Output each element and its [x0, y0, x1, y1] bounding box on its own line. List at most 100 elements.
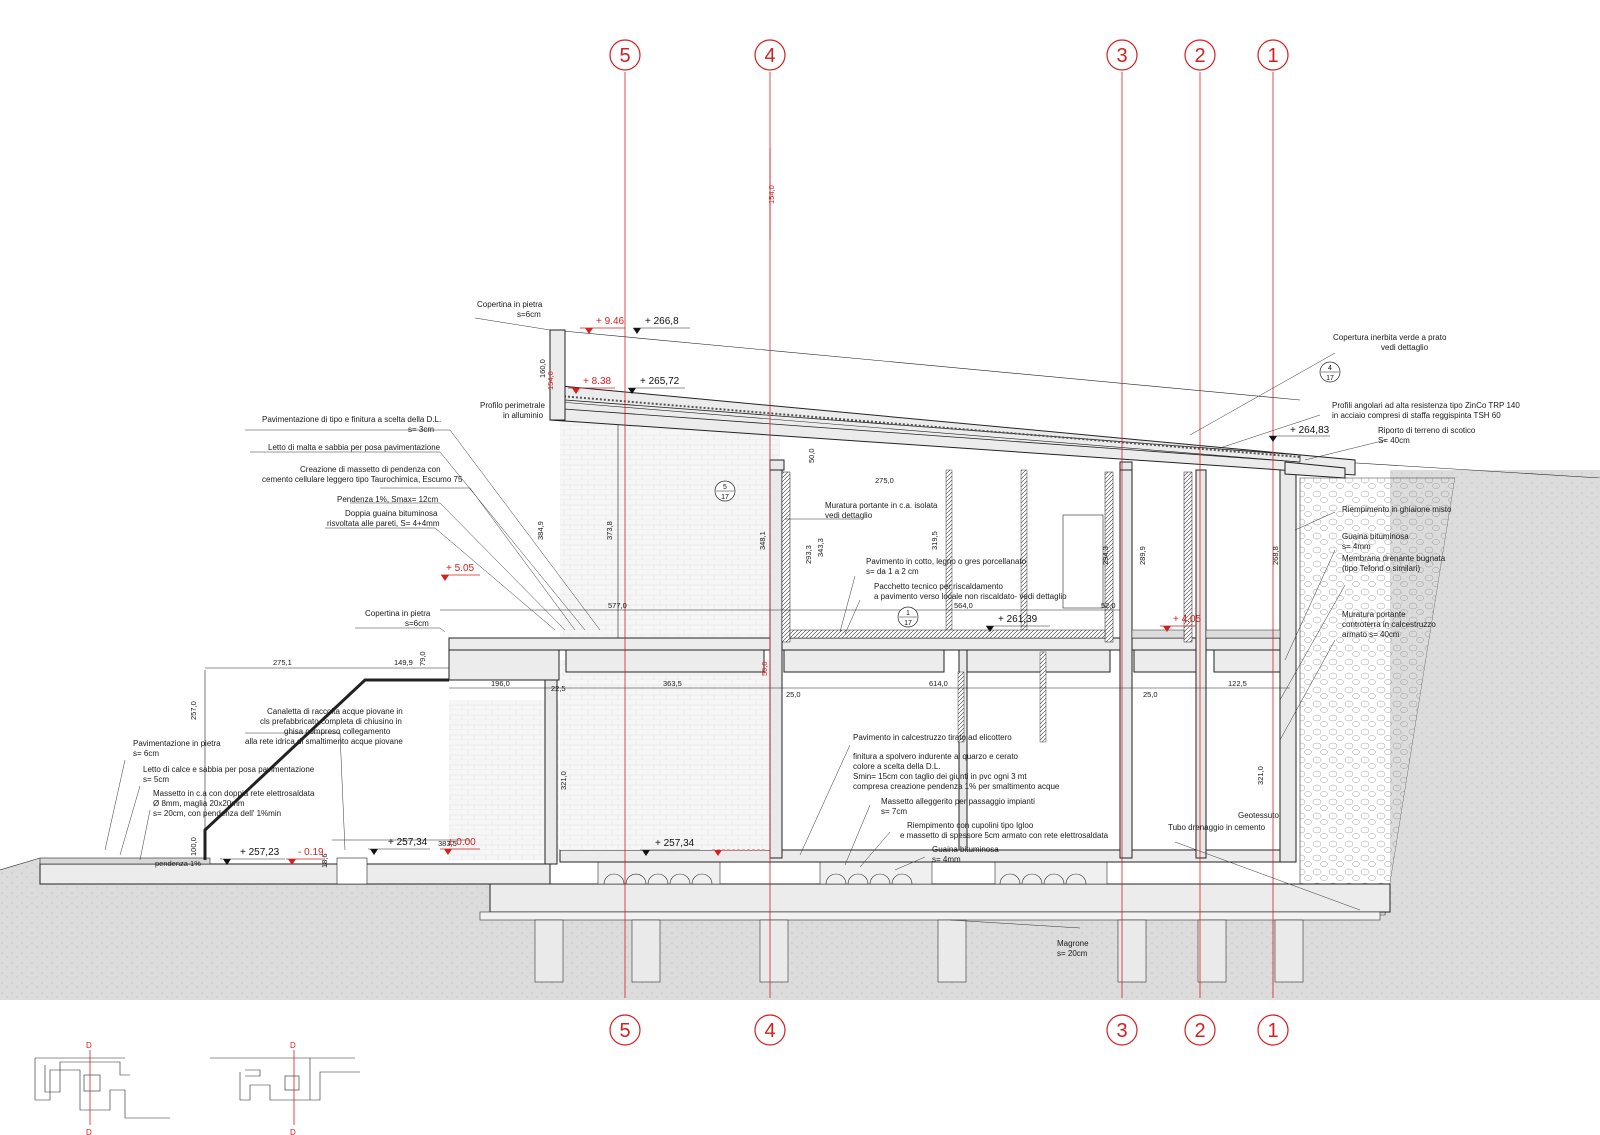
intermediate-slab: [448, 637, 1295, 681]
svg-text:22,5: 22,5: [551, 684, 566, 693]
svg-text:373,8: 373,8: [605, 521, 614, 540]
note-muratura-cls: Muratura portante: [1342, 610, 1406, 619]
svg-text:vedi dettaglio: vedi dettaglio: [1381, 343, 1429, 352]
svg-text:289,9: 289,9: [1138, 546, 1147, 565]
svg-text:in alluminio: in alluminio: [503, 411, 544, 420]
detail-ref-sheet: 17: [904, 620, 912, 627]
svg-text:D: D: [86, 1128, 92, 1135]
svg-text:+ 257,34: + 257,34: [388, 837, 428, 848]
svg-text:colore a scelta della D.L.: colore a scelta della D.L.: [853, 762, 941, 771]
axis-bubble: [609, 39, 641, 71]
svg-text:321,0: 321,0: [559, 771, 568, 790]
key-plan-left: D D: [34, 1041, 170, 1135]
svg-text:293,3: 293,3: [804, 545, 813, 564]
svg-text:+ 8.38: + 8.38: [583, 376, 612, 387]
svg-text:s= 20cm, con pendenza dell' 1%: s= 20cm, con pendenza dell' 1%min: [153, 809, 281, 818]
svg-text:armato s= 40cm: armato s= 40cm: [1342, 630, 1400, 639]
note-tubo: Tubo drenaggio in cemento: [1168, 823, 1266, 832]
svg-text:controterra in calcestruzzo: controterra in calcestruzzo: [1342, 620, 1436, 629]
level-mid: + 5.05: [441, 563, 480, 581]
svg-text:+ 257,34: + 257,34: [655, 838, 695, 849]
svg-text:363,5: 363,5: [663, 679, 682, 688]
level-first-floor: + 261,39 + 4.05: [986, 614, 1202, 632]
svg-text:Ø 8mm, maglia 20x20mm: Ø 8mm, maglia 20x20mm: [153, 799, 245, 808]
svg-text:s= 4mm: s= 4mm: [932, 855, 961, 864]
axis-4: 44: [754, 39, 786, 1046]
svg-text:+ 265,72: + 265,72: [640, 376, 680, 387]
note-pavimento-cotto: Pavimento in cotto, legno o gres porcell…: [866, 557, 1027, 566]
axis-5: 55: [609, 39, 641, 1046]
axis-label: 1: [1267, 1020, 1278, 1042]
svg-text:D: D: [290, 1041, 296, 1050]
svg-text:564,0: 564,0: [954, 601, 973, 610]
axis-bubble: [754, 1014, 786, 1046]
note-profili: Profili angolari ad alta resistenza tipo…: [1332, 401, 1520, 410]
svg-text:614,0: 614,0: [929, 679, 948, 688]
svg-text:alla rete idrica di smaltiment: alla rete idrica di smaltimento acque pi…: [245, 737, 403, 746]
detail-ref-sheet: 17: [721, 494, 729, 501]
svg-text:cemento cellulare leggero tipo: cemento cellulare leggero tipo Taurochim…: [262, 475, 463, 484]
svg-text:52,0: 52,0: [1101, 601, 1116, 610]
axis-1: 11: [1257, 39, 1289, 1046]
axis-label: 2: [1194, 45, 1205, 67]
svg-text:D: D: [86, 1041, 92, 1050]
dimensions: 154,0 160,0 154,0 384,9 373,8 348,1 50,0…: [155, 185, 1280, 868]
svg-text:348,1: 348,1: [758, 531, 767, 550]
terrain: [0, 461, 1600, 1000]
note-igloo: Riempimento con cupolini tipo Igloo: [907, 821, 1034, 830]
left-terrace: [39, 649, 559, 885]
svg-text:577,0: 577,0: [608, 601, 627, 610]
svg-text:18,6: 18,6: [320, 853, 329, 868]
note-guaina-doppia: Doppia guaina bituminosa: [345, 509, 438, 518]
detail-ref-4: 417: [1319, 361, 1341, 383]
note-massetto-ca: Massetto in c.a con doppia rete elettros…: [153, 789, 315, 798]
note-massetto-pendenza: Creazione di massetto di pendenza con: [300, 465, 441, 474]
svg-text:79,0: 79,0: [418, 651, 427, 666]
note-geotessuto: Geotessuto: [1238, 811, 1279, 820]
note-copertina-mid: Copertina in pietra: [365, 609, 431, 618]
svg-text:275,0: 275,0: [875, 476, 894, 485]
svg-text:pendenza 1%: pendenza 1%: [155, 859, 201, 868]
svg-text:s= da 1 a 2 cm: s= da 1 a 2 cm: [866, 567, 919, 576]
walls: [617, 420, 1297, 863]
svg-text:+ 261,39: + 261,39: [998, 614, 1038, 625]
svg-text:risvoltata alle pareti, S= 4+4: risvoltata alle pareti, S= 4+4mm: [327, 519, 440, 528]
axis-bubble: [1106, 39, 1138, 71]
svg-text:25,0: 25,0: [1143, 690, 1158, 699]
axis-bubble: [1106, 1014, 1138, 1046]
axis-label: 2: [1194, 1020, 1205, 1042]
svg-text:154,0: 154,0: [546, 371, 555, 390]
axis-label: 3: [1116, 45, 1127, 67]
svg-text:s= 20cm: s= 20cm: [1057, 949, 1088, 958]
note-copertina-top: Copertina in pietra: [477, 300, 543, 309]
detail-ref-sheet: 17: [1326, 375, 1334, 382]
note-magrone: Magrone: [1057, 939, 1089, 948]
svg-text:384,9: 384,9: [536, 521, 545, 540]
brick-infill-lower: [560, 660, 770, 850]
svg-text:149,9: 149,9: [394, 658, 413, 667]
svg-text:100,0: 100,0: [189, 837, 198, 856]
axis-bubble: [1257, 39, 1289, 71]
construction-lines: [204, 148, 1290, 860]
svg-text:50,0: 50,0: [760, 661, 769, 676]
svg-text:e massetto di spessore 5cm arm: e massetto di spessore 5cm armato con re…: [900, 831, 1109, 840]
svg-text:268,8: 268,8: [1271, 546, 1280, 565]
svg-text:275,1: 275,1: [273, 658, 292, 667]
axis-bubble: [1184, 1014, 1216, 1046]
svg-text:Smin= 15cm con taglio dei giun: Smin= 15cm con taglio dei giunti in pvc …: [853, 772, 1027, 781]
svg-text:+ 4.05: + 4.05: [1173, 614, 1202, 625]
leader-lines: [104, 317, 1387, 929]
foundation: [479, 861, 1391, 983]
note-pav-tipo: Pavimentazione di tipo e finitura a scel…: [262, 415, 441, 424]
annotations: Copertina in pietra s=6cm Profilo perime…: [133, 300, 1520, 958]
svg-text:50,0: 50,0: [807, 448, 816, 463]
note-copertura: Copertura inerbita verde a prato: [1333, 333, 1447, 342]
note-pacchetto: Pacchetto tecnico per riscaldamento: [874, 582, 1004, 591]
svg-text:s= 6cm: s= 6cm: [133, 749, 159, 758]
axis-2: 22: [1184, 39, 1216, 1046]
axis-bubble: [1184, 39, 1216, 71]
svg-text:vedi dettaglio: vedi dettaglio: [825, 511, 873, 520]
detail-ref-number: 4: [1328, 365, 1332, 372]
